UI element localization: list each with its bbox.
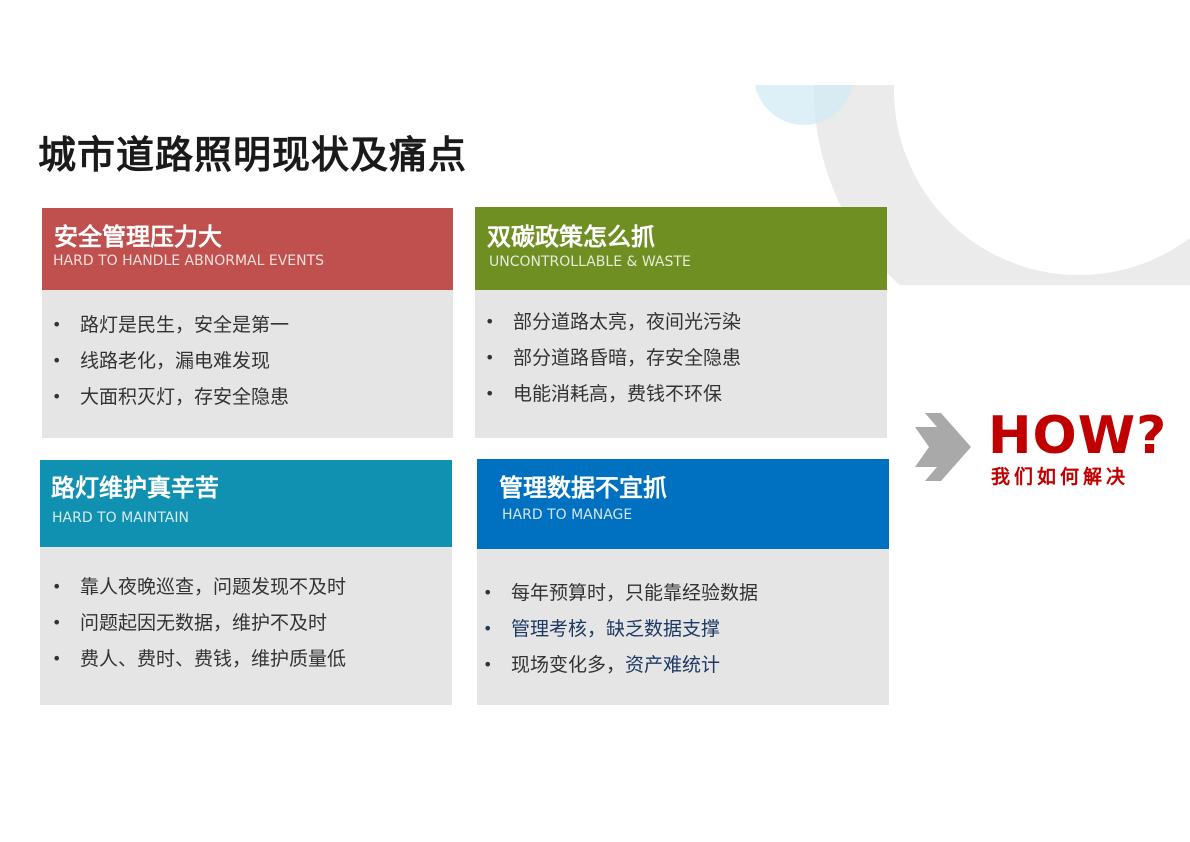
card-header: 安全管理压力大 HARD TO HANDLE ABNORMAL EVENTS (42, 208, 453, 290)
card-title: 安全管理压力大 (54, 223, 222, 251)
bullet-item: 费人、费时、费钱，维护质量低 (42, 641, 346, 677)
card-subtitle: HARD TO MANAGE (502, 507, 633, 523)
card-subtitle: HARD TO MAINTAIN (52, 510, 189, 526)
bullet-item: 路灯是民生，安全是第一 (42, 307, 289, 343)
card-body: 路灯是民生，安全是第一 线路老化，漏电难发现 大面积灭灯，存安全隐患 (42, 290, 453, 438)
bullet-item-highlighted: 管理考核，缺乏数据支撑 (473, 611, 758, 647)
bullet-item: 现场变化多，资产难统计 (473, 647, 758, 683)
card-safety: 安全管理压力大 HARD TO HANDLE ABNORMAL EVENTS 路… (42, 208, 453, 438)
card-management: 管理数据不宜抓 HARD TO MANAGE 每年预算时，只能靠经验数据 管理考… (477, 459, 889, 705)
decorative-circle (740, 85, 860, 155)
card-body: 靠人夜晚巡查，问题发现不及时 问题起因无数据，维护不及时 费人、费时、费钱，维护… (40, 547, 452, 705)
bullet-item: 部分道路太亮，夜间光污染 (475, 304, 741, 340)
card-header: 双碳政策怎么抓 UNCONTROLLABLE & WASTE (475, 207, 887, 290)
bullet-item: 线路老化，漏电难发现 (42, 343, 289, 379)
card-header: 路灯维护真辛苦 HARD TO MAINTAIN (40, 460, 452, 547)
bullet-list: 靠人夜晚巡查，问题发现不及时 问题起因无数据，维护不及时 费人、费时、费钱，维护… (42, 569, 346, 677)
bullet-item: 每年预算时，只能靠经验数据 (473, 575, 758, 611)
card-body: 部分道路太亮，夜间光污染 部分道路昏暗，存安全隐患 电能消耗高，费钱不环保 (475, 290, 887, 438)
bullet-item: 电能消耗高，费钱不环保 (475, 376, 741, 412)
card-carbon: 双碳政策怎么抓 UNCONTROLLABLE & WASTE 部分道路太亮，夜间… (475, 207, 887, 438)
card-subtitle: HARD TO HANDLE ABNORMAL EVENTS (53, 253, 325, 269)
how-headline: HOW? (988, 406, 1168, 466)
card-title: 双碳政策怎么抓 (487, 223, 655, 251)
bullet-item: 部分道路昏暗，存安全隐患 (475, 340, 741, 376)
bullet-text: 现场变化多， (511, 654, 626, 676)
card-title: 路灯维护真辛苦 (51, 474, 219, 502)
bullet-item: 大面积灭灯，存安全隐患 (42, 379, 289, 415)
bullet-text-highlight: 资产难统计 (625, 654, 721, 676)
bullet-list: 路灯是民生，安全是第一 线路老化，漏电难发现 大面积灭灯，存安全隐患 (42, 307, 289, 415)
card-header: 管理数据不宜抓 HARD TO MANAGE (477, 459, 889, 549)
arrow-right-icon (915, 413, 971, 481)
card-body: 每年预算时，只能靠经验数据 管理考核，缺乏数据支撑 现场变化多，资产难统计 (477, 549, 889, 705)
bullet-item: 靠人夜晚巡查，问题发现不及时 (42, 569, 346, 605)
bullet-list: 部分道路太亮，夜间光污染 部分道路昏暗，存安全隐患 电能消耗高，费钱不环保 (475, 304, 741, 412)
card-title: 管理数据不宜抓 (499, 474, 667, 502)
card-maintenance: 路灯维护真辛苦 HARD TO MAINTAIN 靠人夜晚巡查，问题发现不及时 … (40, 460, 452, 705)
bullet-list: 每年预算时，只能靠经验数据 管理考核，缺乏数据支撑 现场变化多，资产难统计 (473, 575, 758, 683)
bullet-item: 问题起因无数据，维护不及时 (42, 605, 346, 641)
page-title: 城市道路照明现状及痛点 (38, 133, 468, 177)
card-subtitle: UNCONTROLLABLE & WASTE (489, 254, 691, 270)
how-subtext: 我们如何解决 (991, 466, 1130, 488)
